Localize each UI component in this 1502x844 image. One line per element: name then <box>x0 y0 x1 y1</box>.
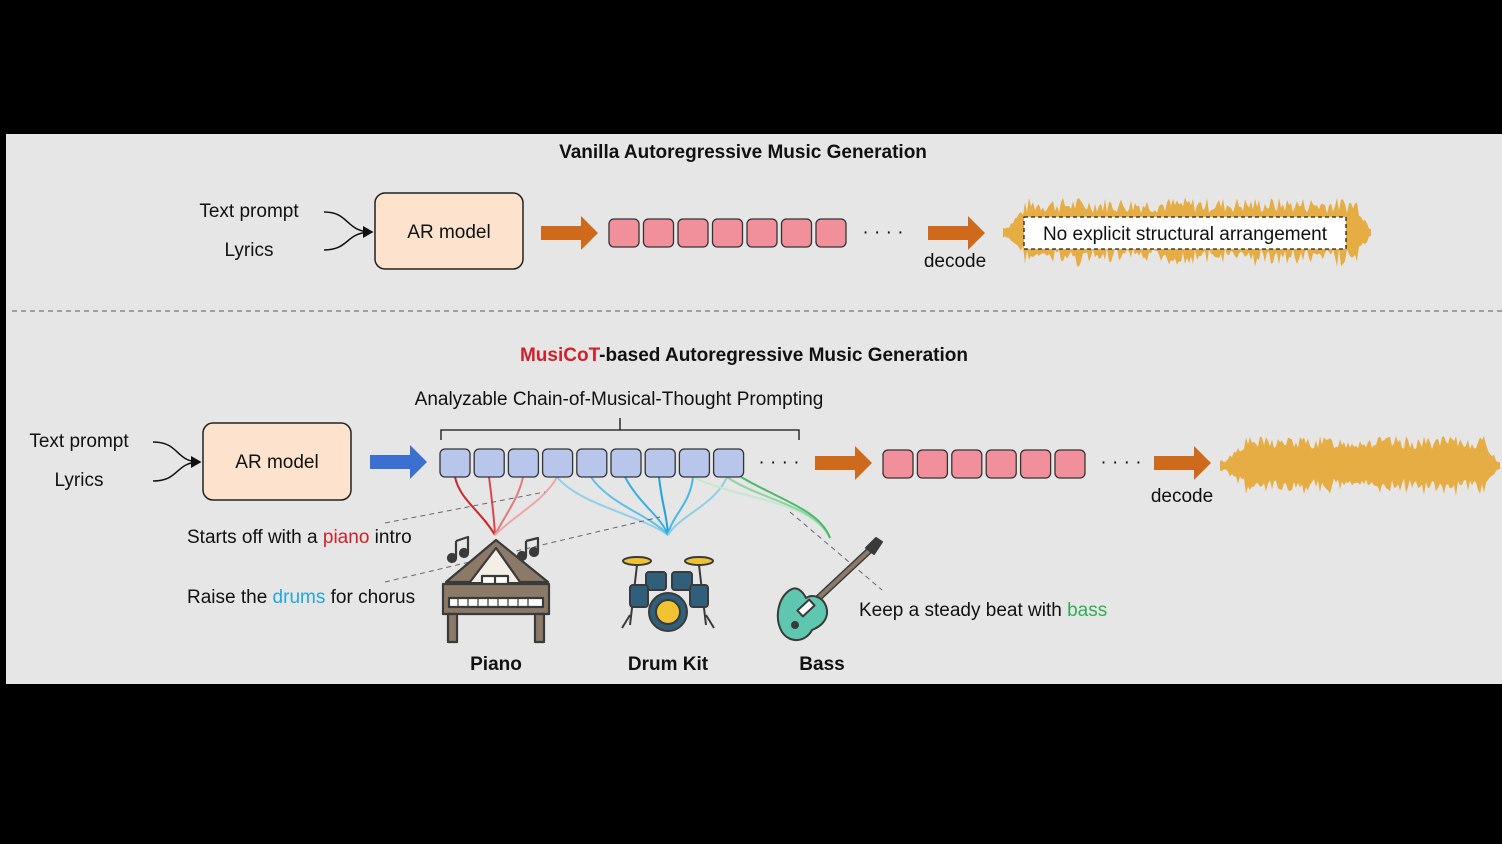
audio-token <box>916 449 949 479</box>
no-structure-box <box>1023 216 1347 250</box>
cot-token <box>439 448 471 478</box>
top-ellipsis: · · · · <box>862 222 903 243</box>
drum-kit-icon <box>621 556 715 632</box>
top-arrow-to-tokens <box>541 216 598 250</box>
top-input-text: Text prompt <box>199 201 299 222</box>
instrument-label-drum-kit: Drum Kit <box>628 654 709 675</box>
audio-token <box>951 449 983 479</box>
annotation-piano: Starts off with a piano intro <box>187 527 412 548</box>
audio-token <box>882 449 914 479</box>
audio-token-sequence <box>882 449 1086 479</box>
bottom-ar-model-label: AR model <box>235 452 318 473</box>
top-token <box>642 218 675 248</box>
top-connector-lyrics <box>323 231 373 251</box>
top-decode-arrow <box>928 216 985 250</box>
bottom-waveform <box>1220 436 1500 496</box>
audio-token <box>985 449 1017 479</box>
no-structure-note: No explicit structural arrangement <box>1043 224 1328 245</box>
top-decode-label: decode <box>924 251 986 272</box>
instrument-label-bass: Bass <box>799 654 844 675</box>
cot-token <box>507 448 540 478</box>
top-token <box>780 218 813 248</box>
cot-token <box>610 448 642 478</box>
bottom-arrow-to-audio <box>815 446 872 480</box>
audio-token <box>1054 449 1086 479</box>
cot-token <box>644 448 676 478</box>
audio-ellipsis: · · · · <box>1100 452 1141 473</box>
cot-label: Analyzable Chain-of-Musical-Thought Prom… <box>415 389 824 410</box>
piano-icon <box>441 535 551 644</box>
annotation-drums: Raise the drums for chorus <box>187 587 415 608</box>
cot-ellipsis: · · · · <box>758 452 799 473</box>
top-ar-model-label: AR model <box>407 222 490 243</box>
highlight-bass: bass <box>1067 600 1107 621</box>
top-connector-text <box>323 211 374 238</box>
instrument-links <box>454 476 831 539</box>
top-token <box>746 218 778 248</box>
bottom-ar-model-box <box>202 422 352 501</box>
cot-token <box>678 448 711 478</box>
cot-token <box>712 448 745 478</box>
bottom-input-lyrics: Lyrics <box>55 470 104 491</box>
bottom-title-accent: MusiCoT <box>520 345 601 366</box>
cot-brace <box>440 418 800 440</box>
bottom-input-text: Text prompt <box>29 431 129 452</box>
audio-token <box>1019 449 1052 479</box>
top-title: Vanilla Autoregressive Music Generation <box>559 142 927 163</box>
bottom-connector-text <box>152 441 202 468</box>
cot-token <box>576 448 608 478</box>
top-token <box>815 218 847 248</box>
instrument-label-piano: Piano <box>470 654 522 675</box>
top-input-lyrics: Lyrics <box>225 240 274 261</box>
highlight-drums: drums <box>273 587 326 608</box>
top-ar-model-box <box>374 192 524 270</box>
highlight-piano: piano <box>323 527 370 548</box>
top-token <box>711 218 744 248</box>
bottom-title-rest: -based Autoregressive Music Generation <box>599 345 968 366</box>
top-token <box>608 218 640 248</box>
bottom-decode-label: decode <box>1151 486 1213 507</box>
bottom-decode-arrow <box>1154 446 1211 480</box>
annotation-bass: Keep a steady beat with bass <box>859 600 1107 621</box>
cot-token-sequence <box>439 448 745 478</box>
cot-token <box>541 448 574 478</box>
top-token-sequence <box>608 218 847 248</box>
bottom-title: MusiCoT-based Autoregressive Music Gener… <box>520 345 968 366</box>
bass-guitar-icon <box>776 537 883 641</box>
top-token <box>677 218 709 248</box>
bottom-arrow-to-cot <box>370 445 427 479</box>
cot-token <box>473 448 505 478</box>
annotation-callouts <box>384 491 883 591</box>
bottom-connector-lyrics <box>152 461 201 482</box>
